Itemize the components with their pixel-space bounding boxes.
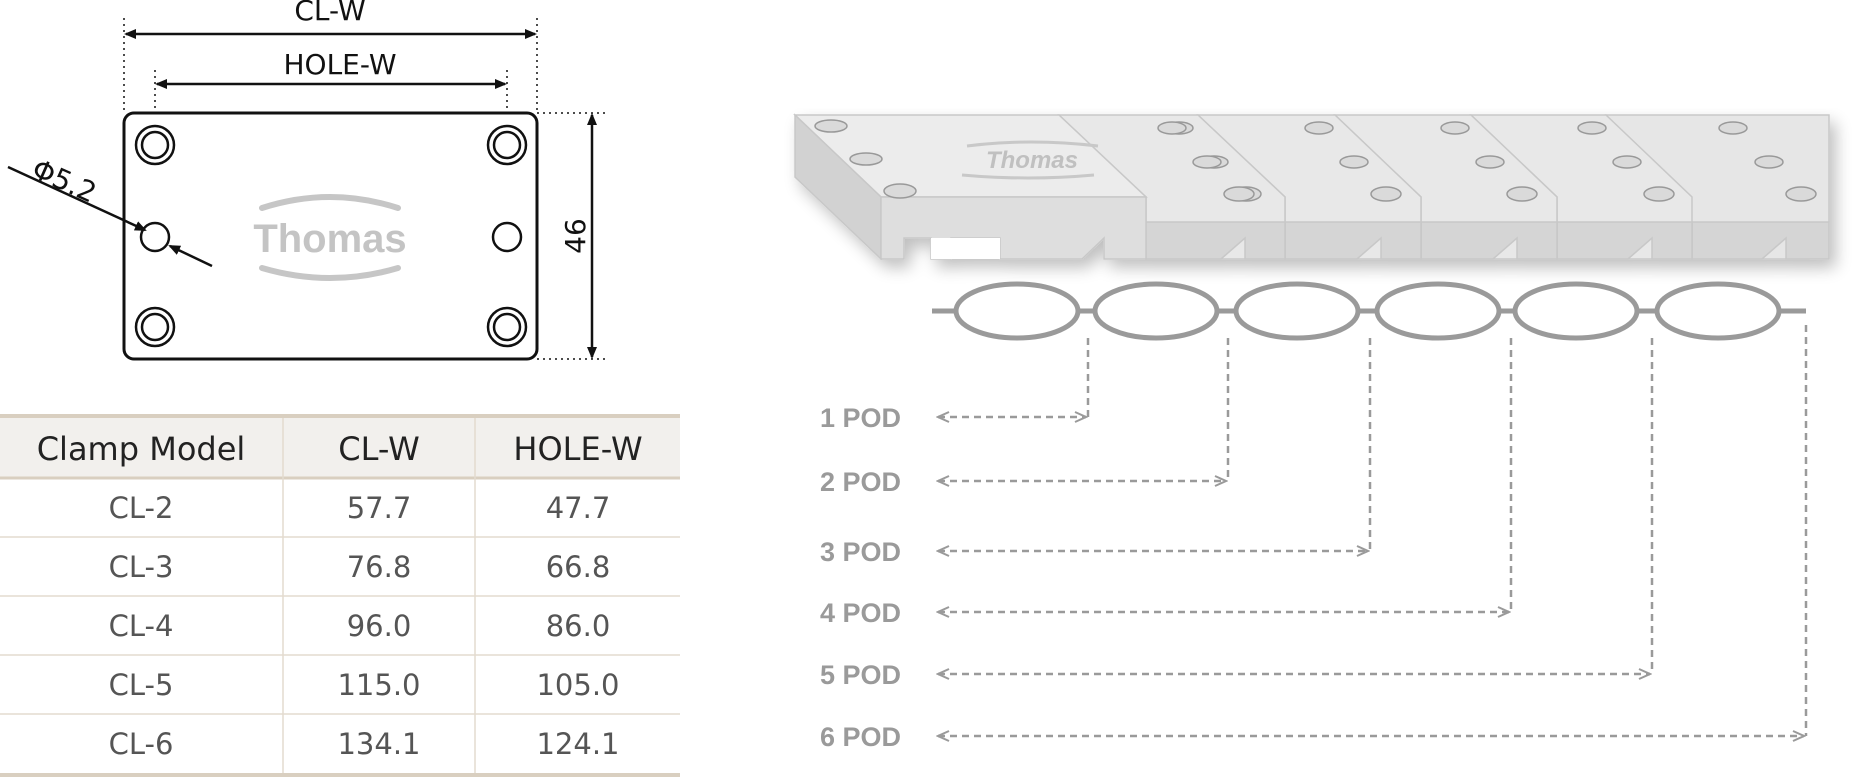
pod-link-4	[1374, 281, 1502, 341]
pod-label-6: 6 POD	[820, 722, 901, 752]
table-body: CL-2 57.7 47.7 CL-3 76.8 66.8 CL-4 96.0 …	[109, 491, 620, 761]
table-cell: 57.7	[347, 491, 412, 525]
pod-plate-6	[1604, 114, 1830, 260]
table-cell: 76.8	[347, 550, 412, 584]
holew-label: HOLE-W	[283, 48, 396, 81]
spec-table: Clamp Model CL-W HOLE-W CL-2 57.7 47.7 C…	[0, 414, 680, 777]
pod-label-2: 2 POD	[820, 467, 901, 497]
table-cell: 115.0	[337, 668, 420, 702]
pod-link-6	[1654, 281, 1782, 341]
table-cell: CL-5	[109, 668, 174, 702]
pod-plate-5	[1469, 114, 1693, 260]
table-cell: CL-6	[109, 727, 174, 761]
table-header-bg	[0, 416, 680, 478]
diameter-leader-inner	[168, 244, 213, 268]
pod-labels: 1 POD 2 POD 3 POD 4 POD 5 POD 6 POD	[820, 403, 901, 752]
pod-link-1	[953, 281, 1081, 341]
table-header-holew: HOLE-W	[513, 430, 642, 468]
diameter-leader-outer	[7, 165, 147, 232]
pod-label-4: 4 POD	[820, 598, 901, 628]
hole-top-left	[134, 124, 176, 166]
table-header-clw: CL-W	[338, 430, 420, 468]
hole-middle-right	[491, 221, 523, 253]
hole-middle-left	[139, 221, 171, 253]
corner-holes	[134, 124, 528, 348]
assembly-logo-text: Thomas	[986, 147, 1078, 174]
table-cell: CL-2	[109, 491, 174, 525]
pod-link-5	[1512, 281, 1640, 341]
pod-chain	[932, 281, 1806, 341]
pod-assembly: Thomas	[793, 113, 1830, 261]
pod-dimensions	[938, 325, 1808, 736]
clw-label: CL-W	[294, 0, 365, 27]
table-header-model: Clamp Model	[37, 430, 246, 468]
hole-bottom-left	[134, 306, 176, 348]
pod-link-2	[1092, 281, 1220, 341]
extension-lines	[123, 18, 608, 360]
pod-plate-3	[1196, 114, 1422, 260]
height-label: 46	[559, 218, 592, 254]
table-cell: 124.1	[536, 727, 619, 761]
pod-plate-1: Thomas	[793, 113, 1255, 261]
table-cell: 47.7	[546, 491, 611, 525]
table-cell: CL-4	[109, 609, 174, 643]
technical-drawing: CL-W HOLE-W 46 Φ5.2 Th	[7, 0, 608, 361]
clamp-plate-outline	[122, 111, 539, 361]
pod-link-3	[1233, 281, 1361, 341]
pod-label-1: 1 POD	[820, 403, 901, 433]
logo-text: Thomas	[253, 217, 406, 261]
hole-bottom-right	[486, 306, 528, 348]
table-cell: 86.0	[546, 609, 611, 643]
assembly-thomas-logo: Thomas	[961, 140, 1099, 180]
diameter-label: Φ5.2	[27, 152, 101, 209]
thomas-logo: Thomas	[253, 194, 407, 281]
table-cell: 134.1	[337, 727, 420, 761]
pod-plate-4	[1333, 114, 1558, 260]
table-cell: 96.0	[347, 609, 412, 643]
table-cell: CL-3	[109, 550, 174, 584]
pod-label-5: 5 POD	[820, 660, 901, 690]
hole-top-right	[486, 124, 528, 166]
table-cell: 105.0	[536, 668, 619, 702]
table-cell: 66.8	[546, 550, 611, 584]
pod-label-3: 3 POD	[820, 537, 901, 567]
